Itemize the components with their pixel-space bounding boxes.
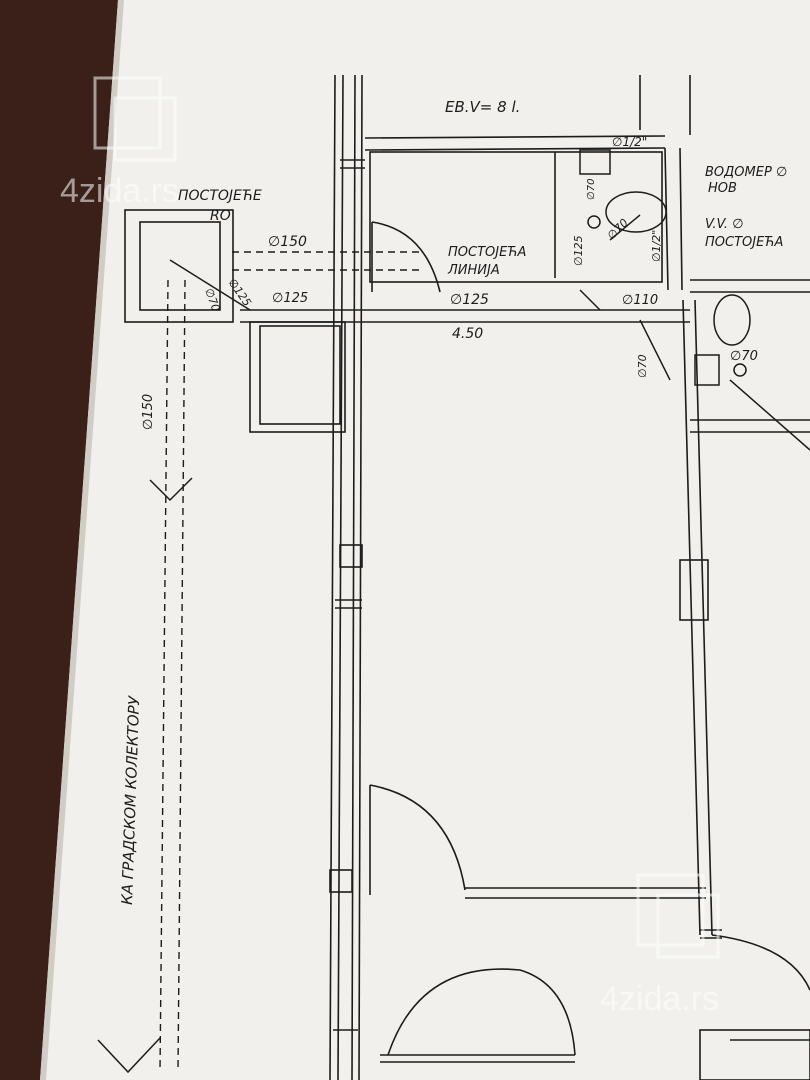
label-d150-top: ∅150 bbox=[268, 234, 307, 250]
label-d125-a: ∅125 bbox=[272, 291, 308, 306]
pipe-dashed bbox=[159, 251, 420, 1071]
label-ev: EB.V= 8 l. bbox=[445, 98, 520, 116]
label-existing-ro: ПОСТОЈЕЋЕ bbox=[178, 188, 262, 204]
label-d70-fitting: ∅70 bbox=[586, 179, 597, 200]
pipe-fittings bbox=[97, 149, 810, 1074]
annotations: ПОСТОЈЕЋЕ RO ∅150 ПОСТОЈЕЋА ЛИНИЈА EB.V=… bbox=[118, 98, 787, 905]
paper-sheet bbox=[40, 0, 810, 1080]
watermark-text-top: 4zida.rs bbox=[60, 172, 179, 210]
label-d12: ∅1/2" bbox=[612, 135, 647, 149]
label-d70-left-vertical: ∅70 bbox=[636, 354, 649, 378]
label-d70-right: ∅70 bbox=[730, 349, 758, 364]
label-d110: ∅110 bbox=[622, 293, 658, 308]
label-existing-line-1: ПОСТОЈЕЋА bbox=[448, 245, 526, 260]
watermark-logo-icon bbox=[93, 76, 177, 162]
label-d150-vertical: ∅150 bbox=[141, 394, 156, 430]
label-existing-vv: ПОСТОЈЕЋА bbox=[705, 235, 783, 250]
label-d12-vertical: ∅1/2" bbox=[650, 230, 663, 262]
label-new: НОВ bbox=[708, 181, 737, 196]
label-water-meter: ВОДОМЕР ∅ bbox=[705, 165, 787, 180]
label-vv: V.V. ∅ bbox=[705, 217, 744, 232]
label-d125-b: ∅125 bbox=[450, 292, 489, 308]
drawing-lines bbox=[124, 74, 810, 1080]
label-d125-vertical: ∅125 bbox=[572, 235, 585, 266]
watermark-bottom: 4zida.rs bbox=[600, 873, 720, 1018]
label-ro: RO bbox=[210, 208, 231, 224]
watermark-text-bottom: 4zida.rs bbox=[600, 980, 719, 1018]
label-dimension: 4.50 bbox=[452, 326, 483, 342]
label-existing-line-2: ЛИНИЈА bbox=[447, 263, 500, 278]
watermark-logo-icon-bottom bbox=[636, 873, 720, 959]
watermark-top: 4zida.rs bbox=[60, 76, 179, 210]
paper-shadow bbox=[40, 0, 124, 1080]
